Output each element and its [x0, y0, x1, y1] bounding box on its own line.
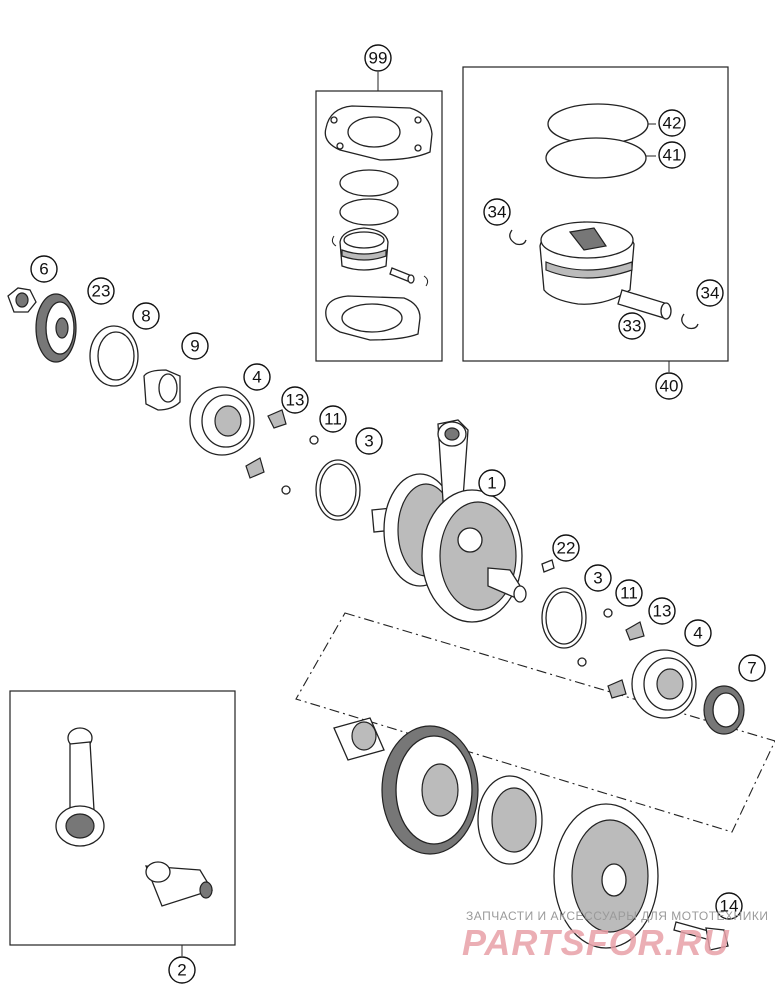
callout-40: 40	[655, 372, 683, 400]
crank-nut	[7, 287, 37, 313]
needle-bearing	[333, 717, 385, 761]
mini-piston-pin	[389, 267, 415, 284]
woodruff-key	[541, 559, 555, 573]
spacer-sleeve	[143, 369, 181, 411]
conrod-kit-frame	[9, 690, 236, 946]
shim-upper-right	[625, 621, 645, 641]
gasket-ring-upper	[339, 169, 399, 197]
gasket-kit-frame	[315, 90, 443, 362]
cylinder-base-gasket	[325, 295, 421, 341]
mini-piston	[339, 227, 389, 271]
callout-3-right: 3	[584, 564, 612, 592]
shim-lower-right	[607, 679, 627, 699]
svg-text:14: 14	[720, 897, 739, 916]
callout-6: 6	[30, 255, 58, 283]
svg-text:34: 34	[488, 203, 507, 222]
callout-14: 14	[715, 892, 743, 920]
callout-13-right: 13	[648, 597, 676, 625]
svg-text:4: 4	[252, 368, 261, 387]
svg-text:99: 99	[369, 49, 388, 68]
shim-upper-left	[267, 409, 287, 429]
callout-41: 41	[658, 141, 686, 169]
svg-text:23: 23	[92, 282, 111, 301]
callout-34-right: 34	[696, 279, 724, 307]
callout-22: 22	[552, 534, 580, 562]
flywheel-bolt	[673, 921, 729, 951]
callout-1: 1	[478, 469, 506, 497]
mini-circlip-left	[331, 235, 337, 247]
callout-4-right: 4	[684, 619, 712, 647]
svg-text:13: 13	[653, 602, 672, 621]
starter-assembly-dashed-frame	[295, 612, 775, 833]
thrust-washer-right	[541, 587, 587, 649]
shim-lower-left	[245, 457, 265, 479]
main-bearing-right	[631, 649, 697, 719]
svg-text:7: 7	[747, 659, 756, 678]
svg-text:13: 13	[286, 391, 305, 410]
primary-gear	[35, 293, 77, 363]
svg-text:11: 11	[620, 584, 638, 603]
piston	[539, 221, 635, 305]
callout-9: 9	[181, 332, 209, 360]
svg-text:22: 22	[557, 539, 576, 558]
callout-2: 2	[168, 956, 196, 984]
svg-text:11: 11	[324, 410, 342, 429]
watermark-caption: ЗАПЧАСТИ И АКСЕССУАРЫ ДЛЯ МОТОТЕХНИКИ	[466, 909, 769, 923]
callout-11-right: 11	[615, 579, 643, 607]
callout-3-left: 3	[355, 427, 383, 455]
svg-text:6: 6	[39, 260, 48, 279]
svg-text:41: 41	[663, 146, 682, 165]
svg-text:34: 34	[701, 284, 720, 303]
callout-11-left: 11	[319, 405, 347, 433]
svg-text:42: 42	[663, 114, 682, 133]
svg-text:1: 1	[487, 474, 496, 493]
oil-seal-right	[703, 685, 745, 735]
screw-lower-left	[281, 485, 291, 495]
piston-kit-frame	[462, 66, 729, 362]
screw-lower-right	[577, 657, 587, 667]
svg-text:33: 33	[623, 317, 642, 336]
svg-text:40: 40	[660, 377, 679, 396]
screw-upper-right	[603, 608, 613, 618]
screw-upper-left	[309, 435, 319, 445]
freewheel	[477, 775, 543, 865]
cylinder-head-gasket	[324, 105, 433, 161]
callout-33: 33	[618, 312, 646, 340]
crankshaft	[371, 419, 527, 623]
callout-8: 8	[132, 302, 160, 330]
starter-gear	[381, 725, 479, 855]
callout-13-left: 13	[281, 386, 309, 414]
flywheel-rotor	[553, 803, 659, 949]
callout-34-left: 34	[483, 198, 511, 226]
circlip-right	[681, 313, 699, 330]
main-bearing-left	[189, 386, 255, 456]
mini-circlip-right	[423, 275, 429, 287]
connecting-rod	[55, 727, 105, 847]
crank-pin	[145, 861, 213, 907]
piston-pin	[617, 289, 672, 320]
callout-42: 42	[658, 109, 686, 137]
thrust-washer-left	[315, 459, 361, 521]
svg-text:4: 4	[693, 624, 702, 643]
callout-4-left: 4	[243, 363, 271, 391]
piston-ring-bottom	[545, 137, 647, 179]
circlip-left	[509, 229, 527, 246]
callout-23: 23	[87, 277, 115, 305]
shaft-seal-ring	[89, 325, 139, 387]
svg-text:3: 3	[364, 432, 373, 451]
svg-text:2: 2	[177, 961, 186, 980]
callout-7: 7	[738, 654, 766, 682]
gasket-ring-lower	[339, 198, 399, 226]
svg-text:3: 3	[593, 569, 602, 588]
svg-text:8: 8	[141, 307, 150, 326]
callout-99: 99	[364, 44, 392, 72]
watermark-logo: PARTSFOR.RU	[462, 922, 730, 963]
svg-text:9: 9	[190, 337, 199, 356]
